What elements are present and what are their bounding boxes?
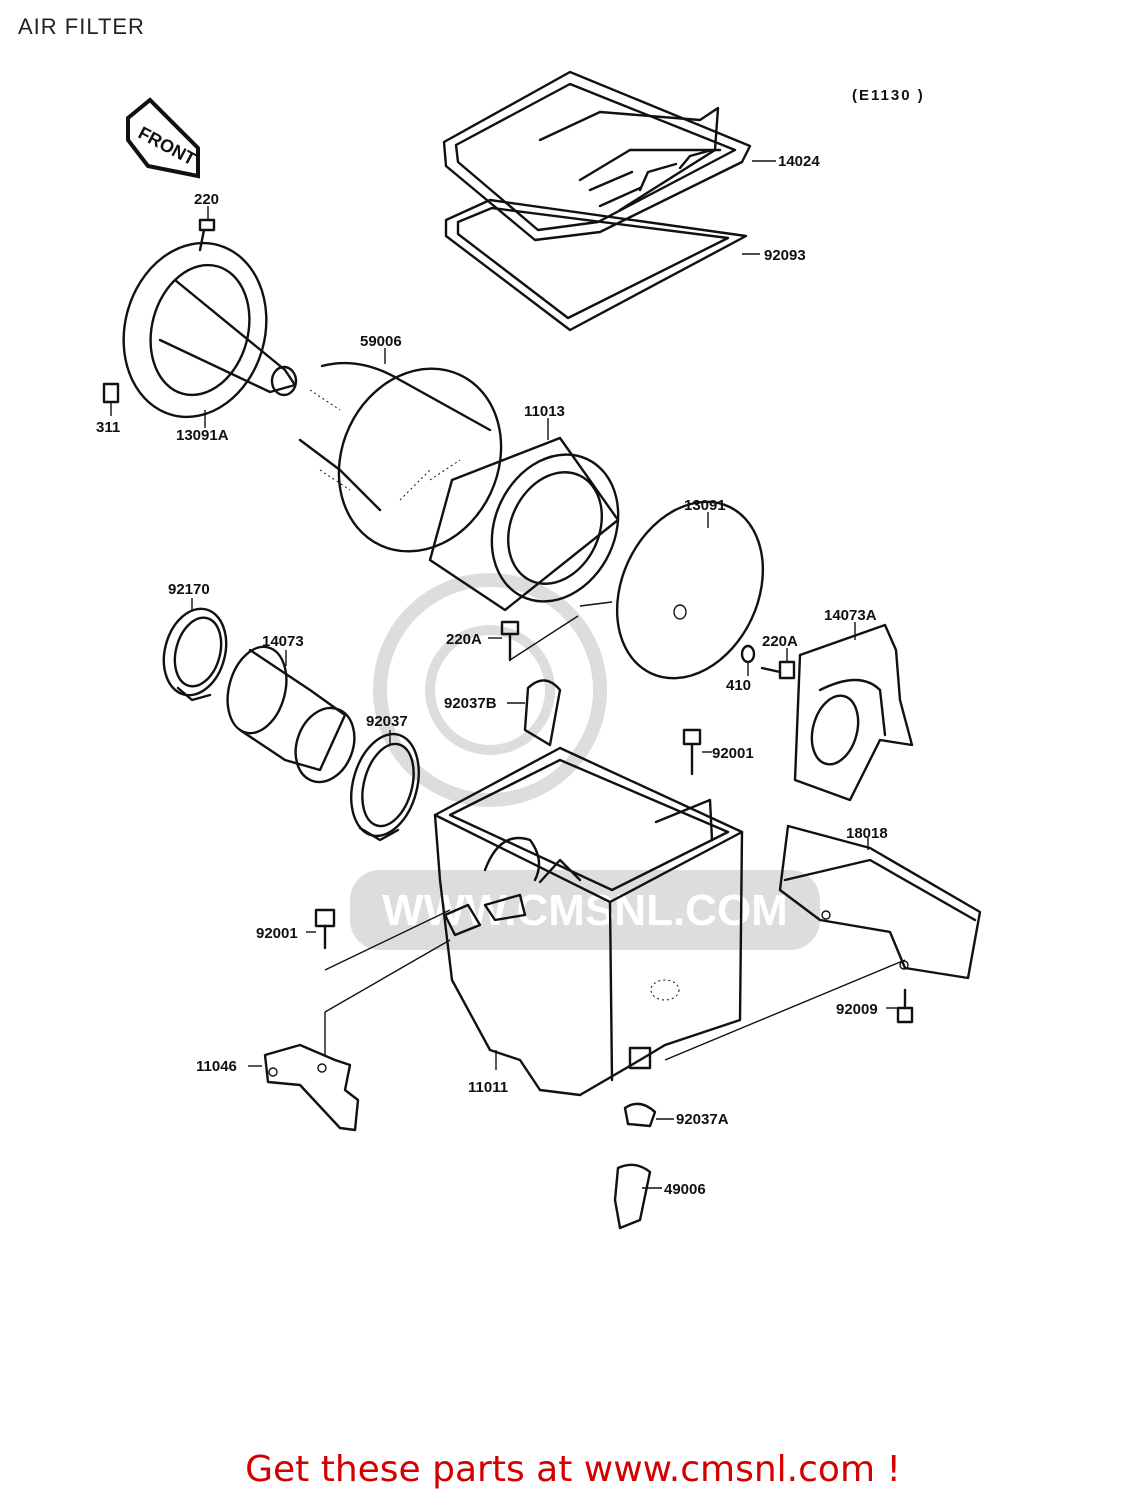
part-14024-air-cleaner-cover[interactable] xyxy=(442,70,776,242)
label-14024: 14024 xyxy=(778,153,820,170)
part-18018-side-plate[interactable] xyxy=(778,824,982,980)
part-92037A-clip[interactable] xyxy=(623,1102,674,1128)
label-92001-top: 92001 xyxy=(712,745,754,762)
part-92001-bolt-top[interactable] xyxy=(682,728,712,776)
label-13091A: 13091A xyxy=(176,427,229,444)
label-11013: 11013 xyxy=(524,403,565,420)
label-311: 311 xyxy=(96,419,120,436)
part-14073A-duct[interactable] xyxy=(793,622,914,802)
label-92001-left: 92001 xyxy=(256,925,298,942)
label-14073A: 14073A xyxy=(824,607,877,624)
part-13091A-cap[interactable] xyxy=(105,227,298,433)
page-title: AIR FILTER xyxy=(18,14,145,39)
assembly-lines xyxy=(324,601,906,1061)
part-11011-housing[interactable] xyxy=(433,746,744,1097)
label-18018: 18018 xyxy=(846,825,888,842)
label-92170: 92170 xyxy=(168,581,210,598)
label-220A-left: 220A xyxy=(446,631,482,648)
part-220-bolt[interactable] xyxy=(198,206,216,252)
label-92037B: 92037B xyxy=(444,695,497,712)
part-92009-screw[interactable] xyxy=(886,988,914,1024)
label-92037: 92037 xyxy=(366,713,408,730)
part-92037B-clamp[interactable] xyxy=(507,679,562,747)
label-92093: 92093 xyxy=(764,247,806,264)
part-11013-element[interactable] xyxy=(428,418,641,622)
part-220A-bolt-right[interactable] xyxy=(760,648,796,680)
label-92009: 92009 xyxy=(836,1001,878,1018)
label-220: 220 xyxy=(194,191,219,208)
part-410-washer[interactable] xyxy=(740,644,756,676)
label-13091: 13091 xyxy=(684,497,726,514)
front-arrow-icon: FRONT xyxy=(126,97,200,179)
label-59006: 59006 xyxy=(360,333,402,350)
part-92093-gasket[interactable] xyxy=(444,198,760,332)
label-11011: 11011 xyxy=(468,1079,508,1096)
part-13091-end-cap[interactable] xyxy=(589,478,790,702)
label-14073: 14073 xyxy=(262,633,304,650)
part-92037-clamp[interactable] xyxy=(341,726,430,843)
label-92037A: 92037A xyxy=(676,1111,729,1128)
part-labels: 14024 92093 220 311 13091A 59006 11013 1… xyxy=(96,153,888,1198)
part-92001-bolt-left[interactable] xyxy=(306,908,336,950)
part-220A-bolt-left[interactable] xyxy=(488,620,520,662)
part-311-nut[interactable] xyxy=(102,382,120,416)
footer-banner-link[interactable]: Get these parts at www.cmsnl.com ! xyxy=(245,1449,901,1490)
label-410: 410 xyxy=(726,677,751,694)
part-59006-mesh-filter[interactable] xyxy=(298,342,530,578)
part-92170-clamp[interactable] xyxy=(155,598,236,702)
label-220A-right: 220A xyxy=(762,633,798,650)
label-11046: 11046 xyxy=(196,1058,237,1075)
label-49006: 49006 xyxy=(664,1181,706,1198)
diagram-code: (E1130 ) xyxy=(852,87,925,104)
part-49006-drain-cap[interactable] xyxy=(613,1163,662,1230)
parts-diagram: (E1130 ) FRONT xyxy=(96,70,982,1230)
part-14073-boot[interactable] xyxy=(219,640,365,790)
part-11046-bracket[interactable] xyxy=(248,1043,360,1132)
